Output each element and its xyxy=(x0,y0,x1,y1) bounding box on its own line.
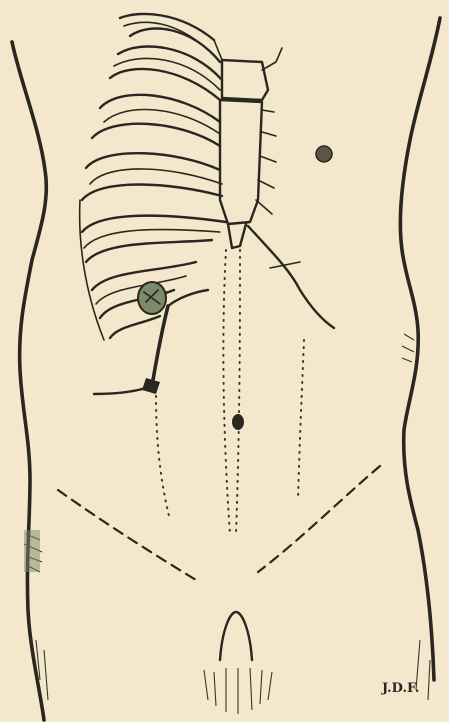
left-hip-shading xyxy=(24,530,42,572)
gallbladder-area xyxy=(138,282,166,314)
right-hip-shading xyxy=(402,334,414,362)
sternum xyxy=(220,60,268,248)
right-body-outline xyxy=(400,18,440,680)
nipple-marker xyxy=(316,146,332,162)
costal-cartilage xyxy=(214,40,282,214)
linea-alba xyxy=(223,250,240,534)
artist-initials-text: J.D.F. xyxy=(381,681,419,696)
umbilicus xyxy=(232,414,244,430)
left-body-outline xyxy=(12,42,46,720)
pubic-region xyxy=(36,612,430,714)
left-costal-margin xyxy=(248,226,334,328)
rectus-borders xyxy=(156,340,304,520)
inguinal-lines xyxy=(58,466,380,580)
artist-initials: J.D.F. xyxy=(381,681,419,696)
